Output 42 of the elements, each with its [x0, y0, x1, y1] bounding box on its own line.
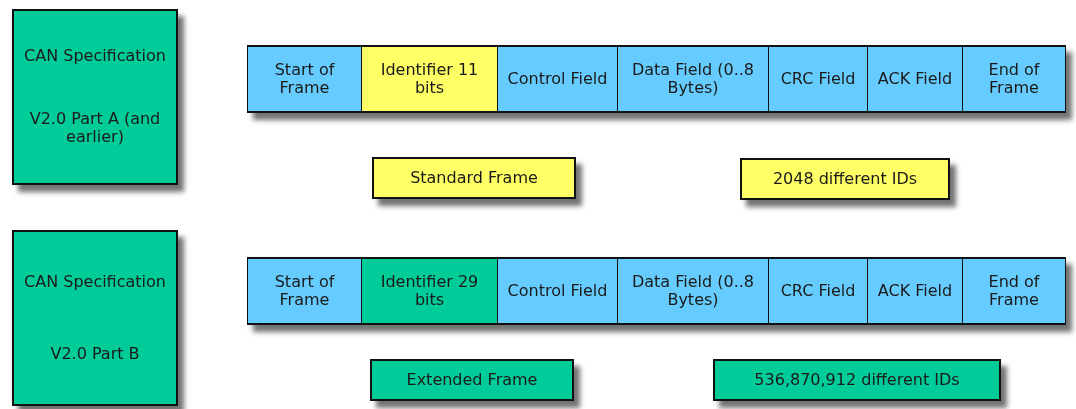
field-name: CRC Field	[779, 281, 857, 301]
field-name: Control Field	[506, 281, 609, 301]
frame-type-box	[372, 157, 576, 199]
frame-label: 536,870,912 different IDs	[753, 370, 961, 390]
id-count-box	[713, 359, 1001, 401]
frame-field-cell	[617, 45, 769, 113]
field-name: Data Field (0..8 Bytes)	[630, 60, 756, 98]
specification-title: CAN Specification	[23, 47, 167, 66]
field-name: End of Frame	[987, 272, 1041, 310]
frame-field-cell	[962, 45, 1066, 113]
specification-box	[12, 9, 178, 185]
frame-field-cell	[361, 257, 498, 325]
field-name: Start of Frame	[273, 60, 336, 98]
frame-field-cell	[247, 45, 362, 113]
frame-label: Extended Frame	[405, 370, 539, 390]
field-name: Control Field	[506, 69, 609, 89]
frame-label: Standard Frame	[409, 168, 539, 188]
frame-field-cell	[497, 257, 618, 325]
frame-field-cell	[962, 257, 1066, 325]
specification-box	[12, 230, 178, 406]
version-label: V2.0 Part A (and earlier)	[28, 110, 162, 147]
field-name: Start of Frame	[273, 272, 336, 310]
field-name: CRC Field	[779, 69, 857, 89]
field-name: ACK Field	[876, 281, 954, 301]
frame-field-cell	[867, 45, 963, 113]
frame-field-cell	[361, 45, 498, 113]
field-name: Identifier 11 bits	[379, 60, 480, 98]
field-name: Data Field (0..8 Bytes)	[630, 272, 756, 310]
frame-field-cell	[617, 257, 769, 325]
frame-field-cell	[867, 257, 963, 325]
frame-label: 2048 different IDs	[771, 169, 919, 189]
id-count-box	[740, 158, 950, 200]
frame-field-cell	[497, 45, 618, 113]
frame-type-box	[370, 359, 574, 401]
frame-field-cell	[768, 257, 868, 325]
field-name: ACK Field	[876, 69, 954, 89]
field-name: End of Frame	[987, 60, 1041, 98]
field-name: Identifier 29 bits	[379, 272, 480, 310]
frame-field-cell	[768, 45, 868, 113]
version-label: V2.0 Part B	[49, 344, 141, 364]
frame-field-cell	[247, 257, 362, 325]
specification-title: CAN Specification	[23, 272, 167, 292]
